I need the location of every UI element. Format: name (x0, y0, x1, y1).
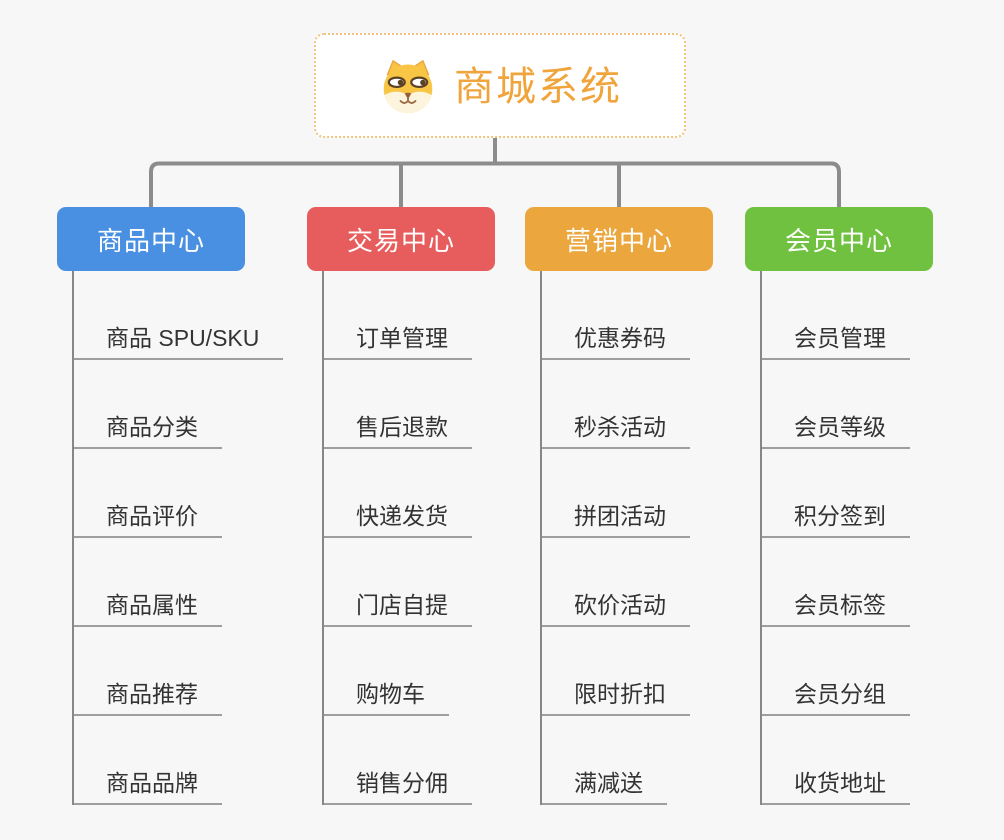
root-title: 商城系统 (454, 64, 622, 109)
branch-label: 营销中心 (564, 225, 673, 256)
leaf-label: 优惠券码 (542, 325, 690, 360)
leaf-label: 满减送 (542, 770, 667, 805)
leaf-label: 商品推荐 (74, 681, 222, 716)
leaf-label: 商品分类 (74, 414, 222, 449)
leaf-column-member: 会员管理 会员等级 积分签到 会员标签 会员分组 收货地址 (760, 271, 910, 805)
branch-node-trade-center[interactable]: 交易中心 (307, 207, 495, 271)
leaf-node[interactable]: 售后退款 (324, 360, 472, 449)
leaf-label: 会员等级 (762, 414, 910, 449)
leaf-label: 商品 SPU/SKU (74, 325, 284, 360)
branch-node-product-center[interactable]: 商品中心 (57, 207, 245, 271)
shiba-dog-icon (383, 59, 433, 113)
leaf-node[interactable]: 商品推荐 (74, 627, 283, 716)
leaf-node[interactable]: 门店自提 (324, 538, 472, 627)
leaf-label: 商品评价 (74, 503, 222, 538)
leaf-node[interactable]: 秒杀活动 (542, 360, 690, 449)
branch-label: 交易中心 (346, 225, 455, 256)
leaf-label: 快递发货 (324, 503, 472, 538)
leaf-node[interactable]: 购物车 (324, 627, 472, 716)
branch-label: 会员中心 (784, 225, 893, 256)
leaf-label: 会员管理 (762, 325, 910, 360)
leaf-label: 拼团活动 (542, 503, 690, 538)
leaf-label: 商品属性 (74, 592, 222, 627)
leaf-node[interactable]: 会员标签 (762, 538, 910, 627)
leaf-node[interactable]: 限时折扣 (542, 627, 690, 716)
leaf-label: 门店自提 (324, 592, 472, 627)
leaf-node[interactable]: 销售分佣 (324, 716, 472, 805)
leaf-column-product: 商品 SPU/SKU 商品分类 商品评价 商品属性 商品推荐 商品品牌 (72, 271, 284, 805)
leaf-node[interactable]: 优惠券码 (542, 271, 690, 360)
branch-node-marketing-center[interactable]: 营销中心 (525, 207, 713, 271)
leaf-node[interactable]: 满减送 (542, 716, 690, 805)
leaf-label: 订单管理 (324, 325, 472, 360)
leaf-label: 商品品牌 (74, 770, 222, 805)
leaf-column-trade: 订单管理 售后退款 快递发货 门店自提 购物车 销售分佣 (322, 271, 472, 805)
leaf-label: 秒杀活动 (542, 414, 690, 449)
leaf-node[interactable]: 商品品牌 (74, 716, 283, 805)
leaf-node[interactable]: 商品属性 (74, 538, 283, 627)
leaf-node[interactable]: 拼团活动 (542, 449, 690, 538)
leaf-label: 砍价活动 (542, 592, 690, 627)
leaf-node[interactable]: 会员等级 (762, 360, 910, 449)
branch-label: 商品中心 (96, 225, 205, 256)
leaf-column-marketing: 优惠券码 秒杀活动 拼团活动 砍价活动 限时折扣 满减送 (540, 271, 690, 805)
branch-node-member-center[interactable]: 会员中心 (745, 207, 933, 271)
leaf-label: 会员分组 (762, 681, 910, 716)
leaf-label: 收货地址 (762, 770, 910, 805)
leaf-label: 销售分佣 (324, 770, 472, 805)
leaf-label: 会员标签 (762, 592, 910, 627)
leaf-label: 积分签到 (762, 503, 910, 538)
leaf-node[interactable]: 会员分组 (762, 627, 910, 716)
leaf-node[interactable]: 积分签到 (762, 449, 910, 538)
leaf-node[interactable]: 商品分类 (74, 360, 283, 449)
leaf-node[interactable]: 商品 SPU/SKU (74, 271, 284, 360)
leaf-label: 限时折扣 (542, 681, 690, 716)
leaf-label: 购物车 (324, 681, 449, 716)
leaf-node[interactable]: 会员管理 (762, 271, 910, 360)
leaf-node[interactable]: 订单管理 (324, 271, 472, 360)
leaf-node[interactable]: 商品评价 (74, 449, 283, 538)
root-node[interactable]: 商城系统 (314, 33, 686, 138)
leaf-node[interactable]: 收货地址 (762, 716, 910, 805)
leaf-label: 售后退款 (324, 414, 472, 449)
leaf-node[interactable]: 砍价活动 (542, 538, 690, 627)
leaf-node[interactable]: 快递发货 (324, 449, 472, 538)
